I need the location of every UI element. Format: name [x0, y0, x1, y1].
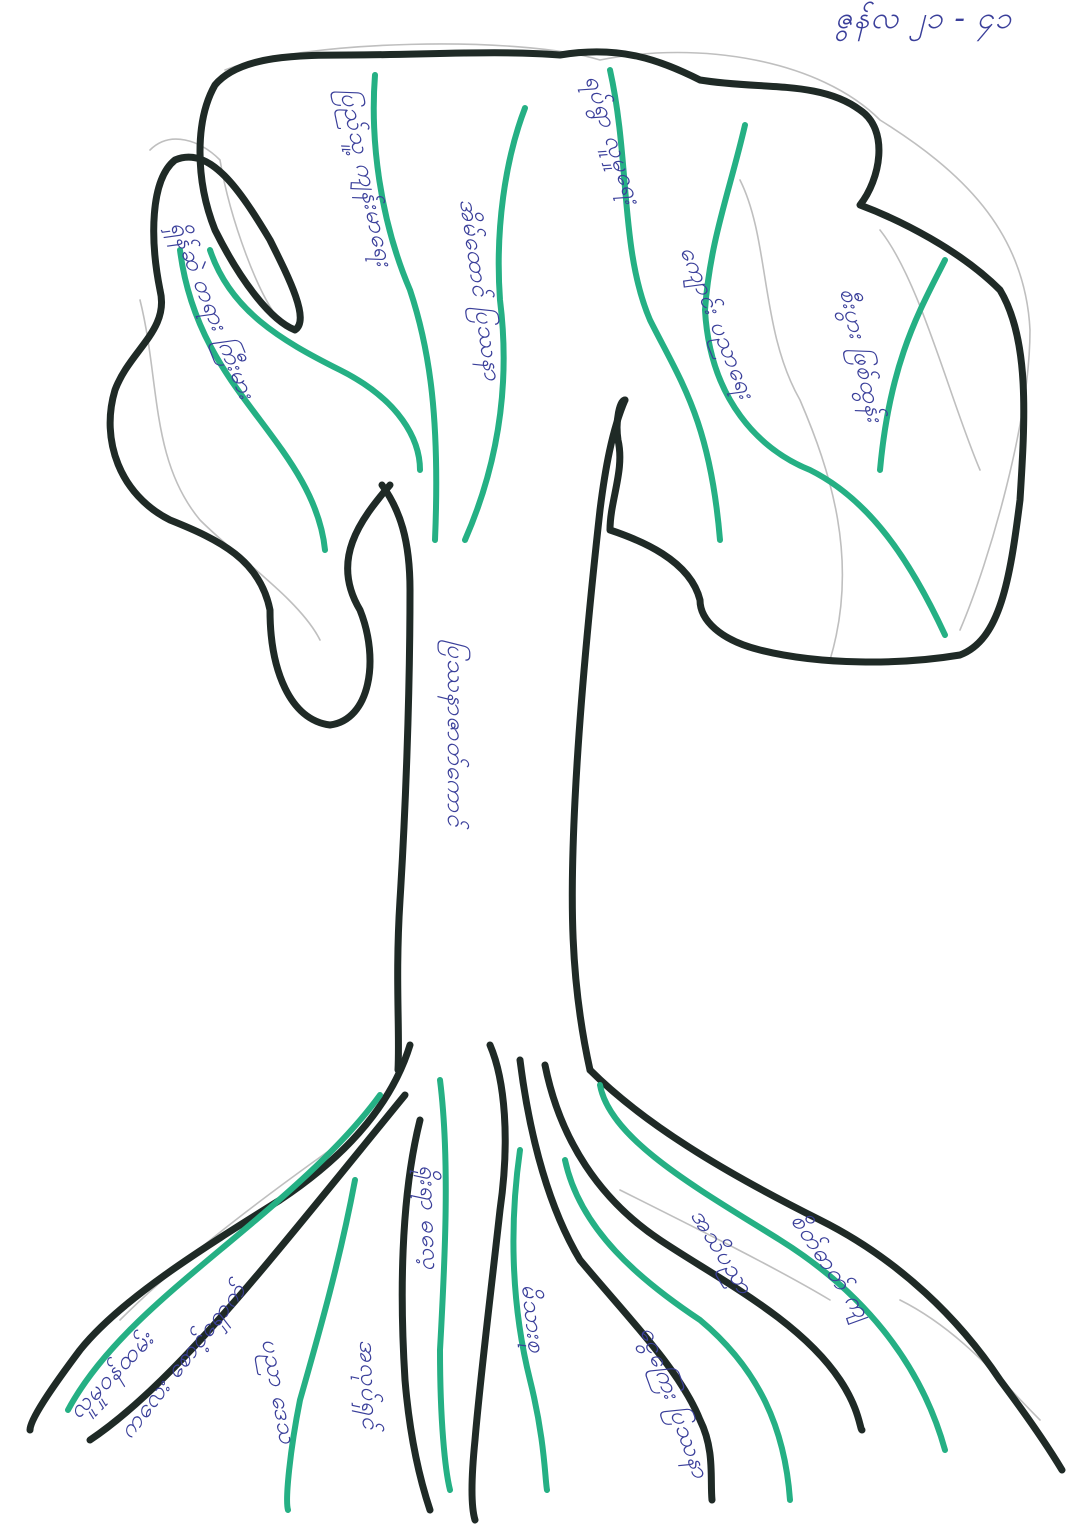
- root-4-outline: [472, 1045, 505, 1520]
- root-label-7: ငွေကြေး ပြဿနာ: [630, 1322, 717, 1484]
- trunk-label: ပြဿနာဇာတ်ကောင်: [437, 640, 471, 830]
- root-1-outline: [30, 1045, 410, 1430]
- vein-canopy-3: [374, 75, 437, 540]
- trunk-left-outline: [382, 485, 410, 1070]
- canopy-label-2: ပြည်သူ့ ကျန်းမာရေး: [329, 85, 400, 271]
- root-label-5: ရိုးရာ ဓလေ့: [409, 1164, 446, 1270]
- vein-root-3: [440, 1080, 450, 1490]
- root-label-4: အလုပ်ရှင်: [349, 1339, 385, 1433]
- vein-canopy-7: [880, 260, 945, 470]
- header-date-text: ဇွန်လ ၂၁ - ၄၁: [835, 1, 1012, 42]
- canopy-label-4: ရပ်ရွာ လူမှုရေး: [575, 71, 648, 210]
- canopy-label-6: စီးပွား ဖြစ်ထွန်း: [829, 285, 891, 427]
- root-label-3: ပညာ ဒေသ: [251, 1336, 302, 1447]
